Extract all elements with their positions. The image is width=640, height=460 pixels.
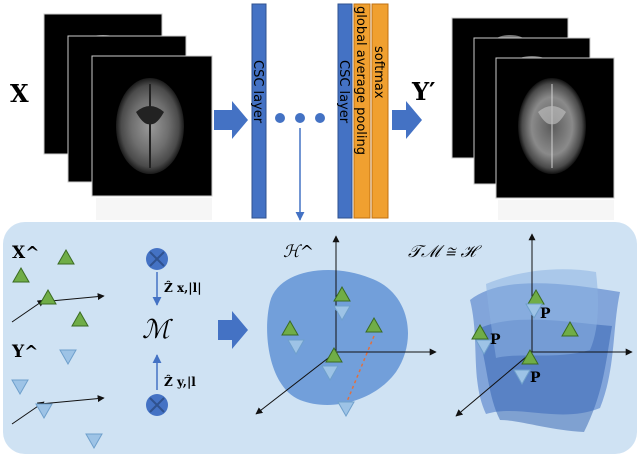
hilbert-y-marker [333, 305, 351, 322]
hilbert-y-marker [321, 365, 339, 382]
p-label: P [540, 306, 551, 322]
x-sample-marker [39, 288, 57, 305]
output-image-stack [451, 17, 615, 220]
tangent-x-marker [471, 323, 489, 340]
y-sample-marker [11, 379, 29, 396]
csc-layer-last-label: CSC layer [336, 60, 351, 124]
z-x-label: Ẑ x,|l| [164, 280, 202, 295]
tangent-label: 𝒯ℳ ≅ ℋ [408, 242, 482, 262]
output-label: Y′ [411, 77, 435, 106]
layer-dot-3 [315, 113, 325, 123]
tangent-y-marker [513, 369, 531, 386]
tangent-y-marker [475, 339, 493, 356]
tangent-x-marker [521, 348, 539, 365]
hilbert-label: ℋ^ [283, 242, 314, 262]
network-layers: CSC layer CSC layer global average pooli… [250, 3, 389, 219]
csc-layer-first [251, 3, 267, 219]
softmax-layer [371, 3, 389, 219]
tangent-x-marker [561, 320, 579, 337]
tangent-surface [470, 269, 620, 432]
output-arrow [392, 101, 422, 139]
x-sample-marker [12, 266, 30, 283]
input-arrow [214, 101, 248, 139]
hilbert-axes [255, 235, 437, 415]
x-space-label: X^ [12, 243, 39, 263]
hilbert-y-marker [287, 339, 305, 356]
layer-dot-2 [295, 113, 305, 123]
x-sample-marker [71, 310, 89, 327]
hilbert-x-marker [333, 285, 351, 302]
z-y-node [146, 394, 168, 416]
z-y-label: Ẑ y,|l [164, 374, 196, 389]
gap-layer-label: global average pooling [353, 6, 368, 155]
hilbert-x-marker [365, 316, 383, 333]
y-sample-marker [59, 349, 77, 366]
hilbert-y-marker [337, 401, 355, 418]
y-sample-marker [35, 403, 53, 420]
input-image-stack [43, 13, 213, 220]
hilbert-blob [267, 270, 409, 405]
manifold-label: ℳ [142, 315, 173, 345]
geodesic-line [345, 335, 375, 405]
x-sample-marker [57, 248, 75, 265]
p-label: P [490, 332, 501, 348]
p-label: P [530, 370, 541, 386]
layer-dot-1 [275, 113, 285, 123]
y-space-label: Y^ [11, 342, 38, 362]
map-arrow [218, 311, 248, 349]
hilbert-x-marker [281, 319, 299, 336]
csc-layer-first-label: CSC layer [250, 60, 265, 124]
input-label: X [10, 79, 29, 108]
gap-layer [353, 3, 371, 219]
csc-layer-last [337, 3, 353, 219]
y-sample-marker [85, 433, 103, 450]
hilbert-x-marker [325, 346, 343, 363]
tangent-y-marker [525, 303, 543, 320]
tangent-axes [455, 233, 633, 417]
softmax-layer-label: softmax [371, 46, 386, 99]
z-x-node [146, 248, 168, 270]
